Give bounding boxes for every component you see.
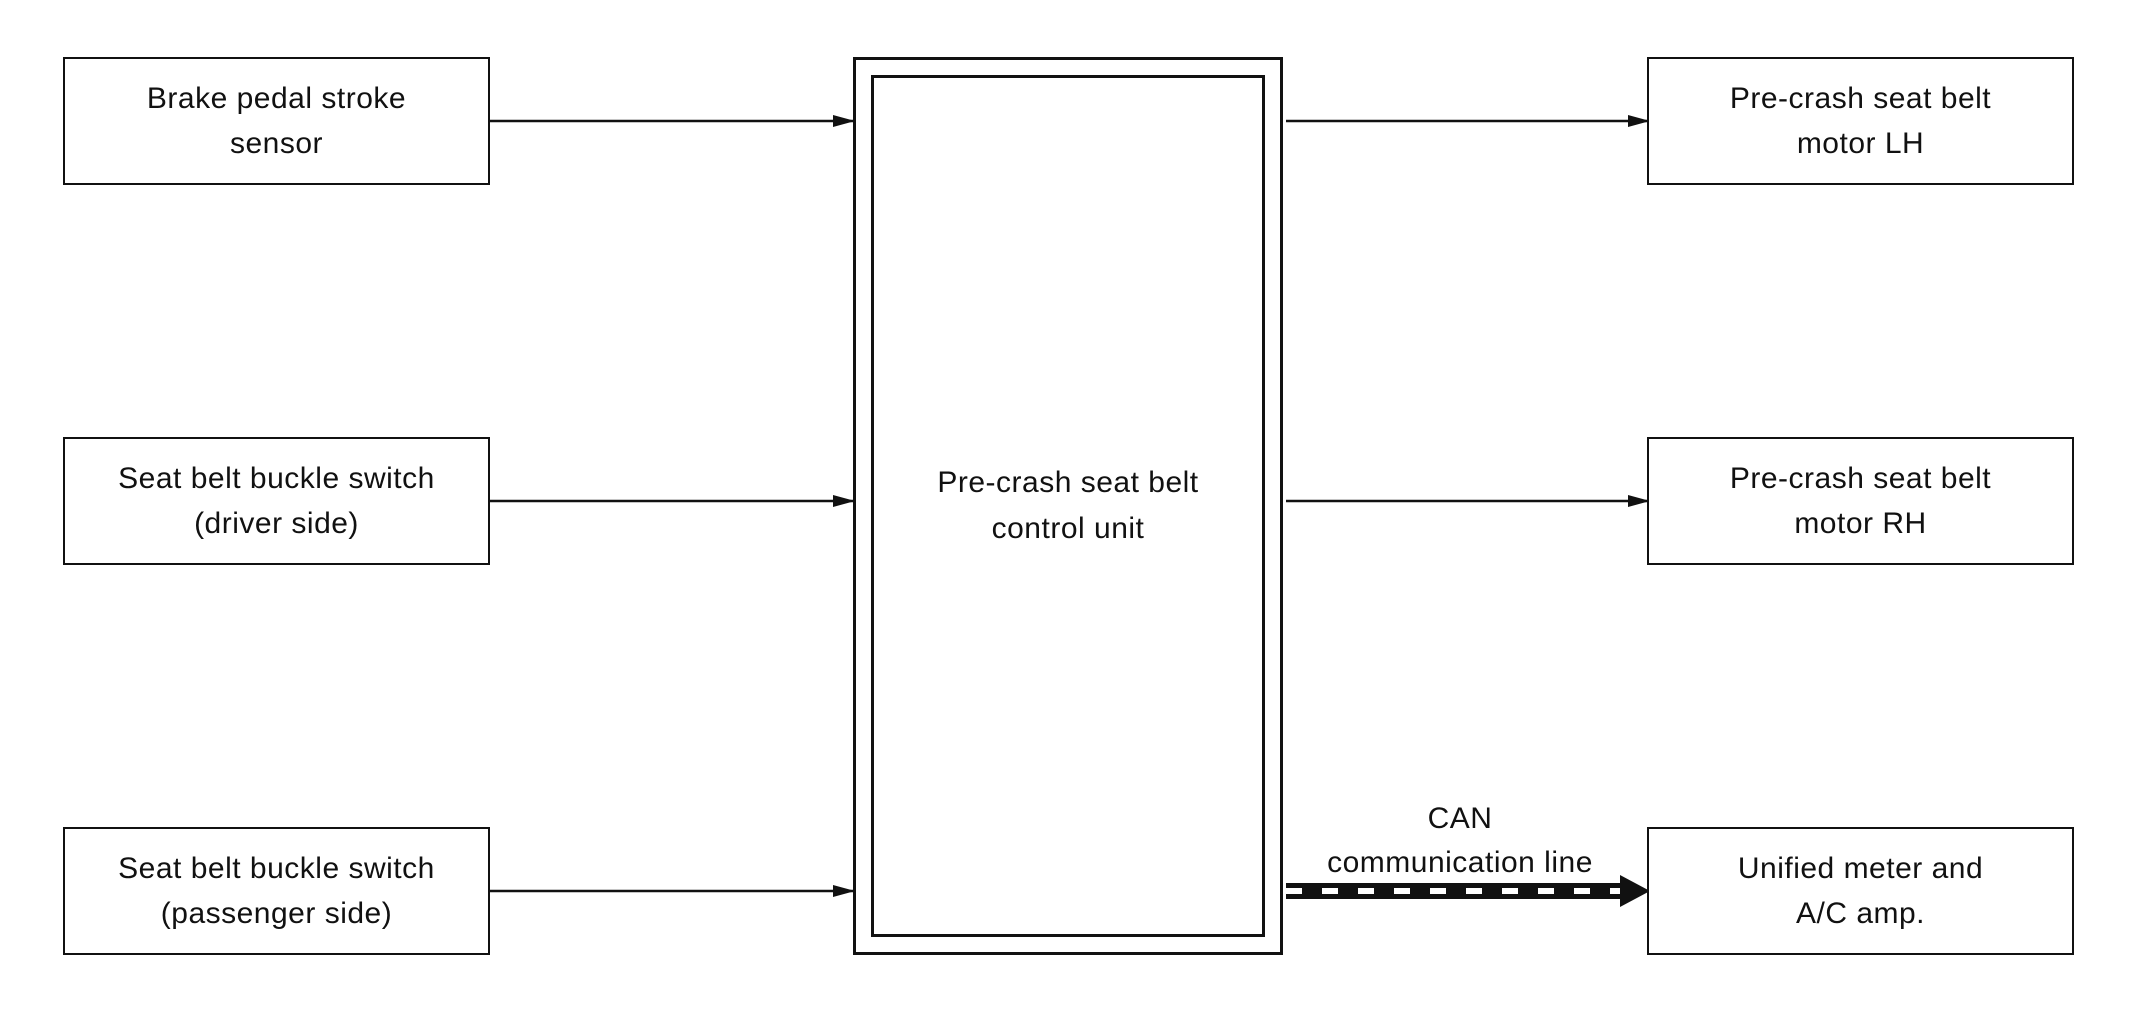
can-label-line1: CAN [1427, 802, 1493, 835]
box-label-line2: (passenger side) [160, 897, 393, 930]
box-label-line1: Pre-crash seat belt [1729, 462, 1992, 495]
control-unit-label-line2: control unit [991, 512, 1145, 545]
box-label-line2: motor LH [1796, 127, 1925, 160]
box-label-line1: Pre-crash seat belt [1729, 82, 1992, 115]
box-label-line2: sensor [229, 127, 324, 160]
box-label-line2: (driver side) [194, 507, 359, 540]
box-label-line1: Seat belt buckle switch [118, 852, 435, 885]
box-label-line1: Brake pedal stroke [146, 82, 407, 115]
unified-meter-ac-amp-box: Unified meter and A/C amp. [1647, 827, 2074, 955]
box-label-line1: Unified meter and [1737, 852, 1984, 885]
box-label-line2: A/C amp. [1795, 897, 1926, 930]
brake-pedal-stroke-sensor-box: Brake pedal stroke sensor [63, 57, 490, 185]
box-label-line1: Seat belt buckle switch [118, 462, 435, 495]
can-communication-line-label: CAN communication line [1300, 797, 1620, 884]
pre-crash-seat-belt-control-unit: Pre-crash seat belt control unit [871, 75, 1265, 937]
can-label-line2: communication line [1327, 845, 1593, 879]
seat-belt-buckle-switch-driver-box: Seat belt buckle switch (driver side) [63, 437, 490, 565]
control-unit-label-line1: Pre-crash seat belt [937, 465, 1199, 499]
pre-crash-seat-belt-motor-rh-box: Pre-crash seat belt motor RH [1647, 437, 2074, 565]
seat-belt-buckle-switch-passenger-box: Seat belt buckle switch (passenger side) [63, 827, 490, 955]
box-label-line2: motor RH [1794, 507, 1927, 540]
pre-crash-seat-belt-motor-lh-box: Pre-crash seat belt motor LH [1647, 57, 2074, 185]
can-communication-arrow [1286, 875, 1650, 907]
